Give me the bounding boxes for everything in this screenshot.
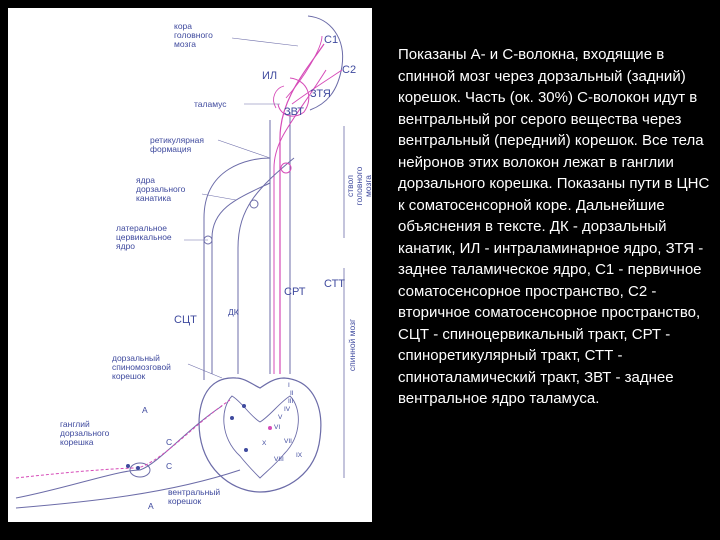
label-thalamus: таламус: [194, 100, 227, 109]
spinal-cross-section: [199, 378, 321, 492]
label-c1: С1: [324, 34, 338, 46]
label-lateral-cervical: латеральное цервикальное ядро: [116, 224, 172, 251]
lamina-label: VIII: [274, 456, 284, 463]
label-c2: С2: [342, 64, 356, 76]
label-brainstem: ствол головного мозга: [346, 164, 373, 208]
lamina-label: VI: [274, 424, 280, 431]
c-fiber: [16, 400, 230, 478]
neuron-dot: [244, 448, 248, 452]
label-fiber-c-upper: С: [166, 438, 172, 447]
label-fiber-a-lower: А: [148, 502, 154, 511]
label-dorsal-nuclei: ядра дорзального канатика: [136, 176, 185, 203]
neuron-dot: [136, 466, 140, 470]
label-dorsal-spinomedullary-root: дорзальный спиномозговой корешок: [112, 354, 171, 381]
lamina-label: X: [262, 440, 266, 447]
label-reticular: ретикулярная формация: [150, 136, 204, 154]
lamina-label: III: [288, 398, 293, 405]
sct-pathway: [212, 183, 270, 374]
label-ztya: ЗТЯ: [310, 88, 331, 100]
label-ventral-root: вентральный корешок: [168, 488, 220, 506]
neuron-dot: [268, 426, 272, 430]
label-zvt: ЗВТ: [284, 106, 304, 118]
label-cortex: кора головного мозга: [174, 22, 213, 49]
lamina-label: V: [278, 414, 282, 421]
label-dk: ДК: [228, 308, 239, 317]
label-srt: СРТ: [284, 286, 306, 298]
label-dorsal-ganglion: ганглий дорзального корешка: [60, 420, 109, 447]
dk-pathway: [238, 158, 294, 374]
label-il: ИЛ: [262, 70, 277, 82]
label-fiber-c-lower: С: [166, 462, 172, 471]
diagram-panel: кора головного мозга С1 С2 ИЛ таламус ЗТ…: [8, 8, 372, 522]
label-sct: СЦТ: [174, 314, 197, 326]
neuron-dot: [126, 464, 130, 468]
lamina-label: I: [288, 382, 290, 389]
spinal-cord-outline: [204, 112, 290, 380]
dorsal-column-nucleus: [250, 200, 258, 208]
label-spinal-cord: спинной мозг: [348, 310, 357, 380]
neuron-dot: [230, 416, 234, 420]
lamina-label: VII: [284, 438, 292, 445]
label-leaders: [184, 38, 298, 378]
label-fiber-a-upper: А: [142, 406, 148, 415]
label-stt: СТТ: [324, 278, 345, 290]
lamina-label: II: [290, 390, 294, 397]
lamina-label: IV: [284, 406, 290, 413]
lamina-label: IX: [296, 452, 302, 459]
caption-text: Показаны А- и С-волокна, входящие в спин…: [398, 44, 716, 410]
neuron-dot: [242, 404, 246, 408]
